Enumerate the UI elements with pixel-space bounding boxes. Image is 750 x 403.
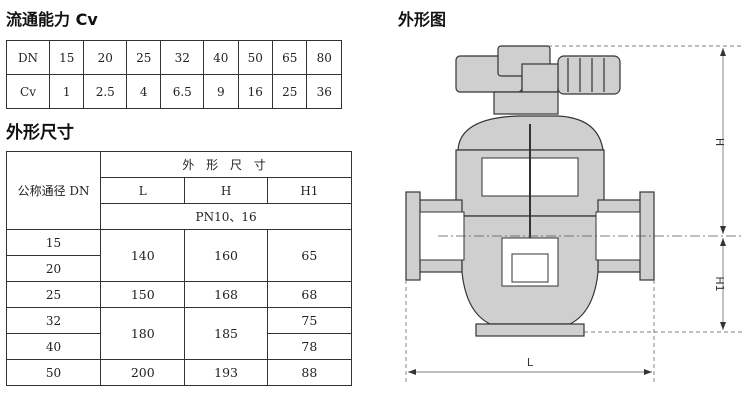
cv-dn-cell: 40 <box>203 40 239 75</box>
arrow-icon <box>720 226 726 234</box>
h1-cell: 65 <box>266 229 353 282</box>
table-row: 15 140 160 65 <box>5 229 353 282</box>
actuator-neck <box>521 63 559 93</box>
bottom-cap <box>475 323 585 337</box>
cv-dn-cell: 20 <box>83 40 128 75</box>
h-cell: 185 <box>184 307 268 360</box>
inlet-flange <box>405 191 421 281</box>
label-L: L <box>527 356 534 369</box>
col-header-L: L <box>100 177 186 204</box>
cv-section-title: 流通能力 Cv <box>6 10 98 29</box>
cv-value-cell: 6.5 <box>160 74 205 109</box>
table-row: 50 200 193 88 <box>5 359 353 386</box>
dn-cell: 20 <box>5 255 102 282</box>
handwheel <box>557 55 621 95</box>
drawing-title: 外形图 <box>398 10 447 29</box>
pressure-rating: PN10、16 <box>100 203 352 230</box>
dn-cell: 15 <box>5 229 102 256</box>
h-cell: 160 <box>184 229 268 282</box>
cv-value-cell: 2.5 <box>83 74 128 109</box>
cv-table-row-dn: DN 15 20 25 32 40 50 65 80 <box>6 40 342 75</box>
cv-dn-cell: 32 <box>160 40 205 75</box>
cv-dn-cell: 80 <box>306 40 342 75</box>
l-cell: 150 <box>100 281 186 308</box>
cv-value-cell: 36 <box>306 74 342 109</box>
cv-dn-cell: 50 <box>237 40 273 75</box>
l-cell: 180 <box>100 307 186 360</box>
cv-value-cell: 1 <box>48 74 85 109</box>
col-header-H: H <box>184 177 268 204</box>
spring-cage <box>511 253 549 283</box>
cv-value-cell: 25 <box>271 74 308 109</box>
h1-cell: 75 <box>266 307 353 334</box>
valve-outline-drawing: H H1 L <box>405 45 743 382</box>
cv-value-cell: 9 <box>203 74 239 109</box>
cv-dn-cell: 15 <box>48 40 85 75</box>
dn-cell: 32 <box>5 307 102 334</box>
dimensions-section-title: 外形尺寸 <box>6 123 74 143</box>
arrow-icon <box>408 369 416 375</box>
h-cell: 168 <box>184 281 268 308</box>
dimension-arrows <box>408 48 726 375</box>
l-cell: 200 <box>100 359 186 386</box>
arrow-icon <box>720 238 726 246</box>
cv-cv-label: Cv <box>6 74 50 109</box>
cv-table-row-cv: Cv 1 2.5 4 6.5 9 16 25 36 <box>6 74 342 109</box>
dimensions-table: 公称通径 DN 外 形 尺 寸 L H H1 PN10、16 15 140 16… <box>5 151 353 386</box>
nominal-diameter-header: 公称通径 DN <box>5 151 102 230</box>
arrow-icon <box>644 369 652 375</box>
h1-cell: 88 <box>266 359 353 386</box>
table-row: 20 <box>5 255 352 282</box>
label-H1: H1 <box>713 276 726 291</box>
table-row: 25 150 168 68 <box>5 281 353 308</box>
cv-dn-cell: 65 <box>271 40 308 75</box>
h-cell: 193 <box>184 359 268 386</box>
l-cell: 140 <box>100 229 186 282</box>
dn-cell: 50 <box>5 359 102 386</box>
h1-cell: 68 <box>266 281 353 308</box>
cv-dn-label: DN <box>6 40 50 75</box>
cv-value-cell: 4 <box>126 74 162 109</box>
table-row: 40 78 <box>5 333 353 360</box>
cv-table: DN 15 20 25 32 40 50 65 80 Cv 1 2.5 4 6.… <box>6 40 342 109</box>
table-row: 32 180 185 75 <box>5 307 353 360</box>
cv-dn-cell: 25 <box>126 40 162 75</box>
arrow-icon <box>720 48 726 56</box>
cv-value-cell: 16 <box>237 74 273 109</box>
h1-cell: 78 <box>266 333 353 360</box>
dn-cell: 25 <box>5 281 102 308</box>
dn-cell: 40 <box>5 333 102 360</box>
table-row: 公称通径 DN 外 形 尺 寸 <box>5 151 352 230</box>
arrow-icon <box>720 322 726 330</box>
col-header-H1: H1 <box>266 177 353 204</box>
dimensions-group-header: 外 形 尺 寸 <box>100 151 352 178</box>
dimension-lines <box>405 45 743 382</box>
label-H: H <box>713 138 726 146</box>
bonnet-top <box>493 91 559 115</box>
